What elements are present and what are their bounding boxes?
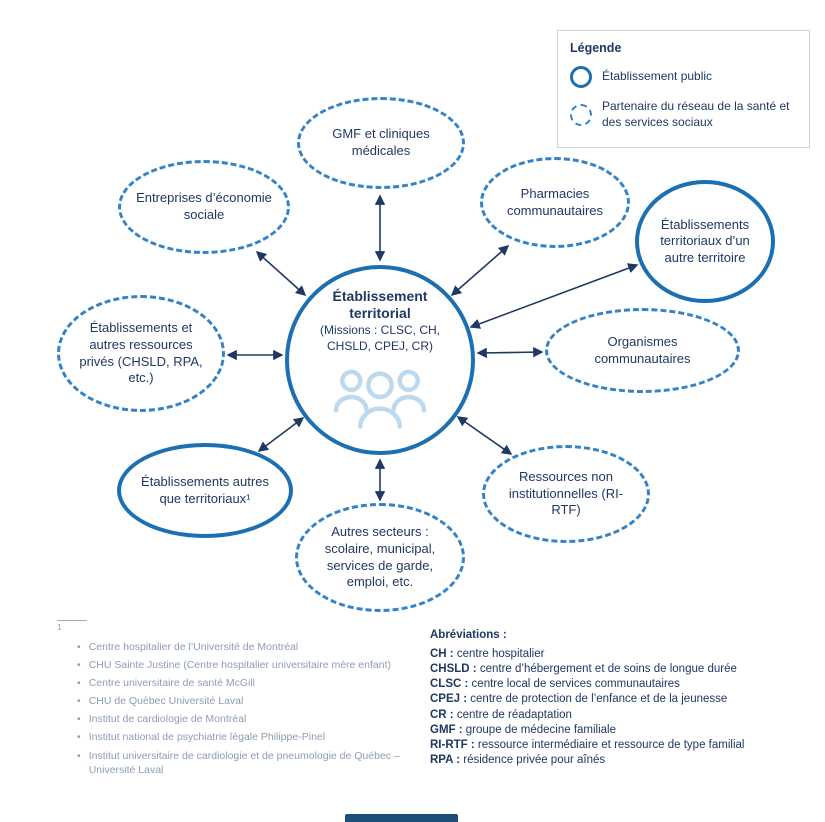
abbr-definition: centre hospitalier bbox=[456, 647, 545, 660]
node-label: Établissements et autres ressources priv… bbox=[79, 320, 203, 386]
arrow-center-pharmacies bbox=[450, 244, 510, 297]
abbr-definition: résidence privée pour aînés bbox=[463, 754, 606, 767]
footnote-text: CHU Sainte Justine (Centre hospitalier u… bbox=[88, 658, 391, 671]
abbr-definition: groupe de médecine familiale bbox=[465, 723, 617, 736]
footnote: 1 • Centre hospitalier de l’Université de… bbox=[57, 620, 429, 781]
node-ressources-privees: Établissements et autres ressources priv… bbox=[57, 295, 225, 412]
node-label: Organismes communautaires bbox=[594, 333, 691, 366]
dashed-circle-icon bbox=[570, 103, 592, 126]
abbr-row: RI-RTF : ressource intermédiaire et ress… bbox=[430, 738, 822, 753]
center-subtitle: (Missions : CLSC, CH, CHSLD, CPEJ, CR) bbox=[319, 323, 441, 354]
abbr-definition: centre d’hébergement et de soins de long… bbox=[479, 662, 737, 675]
bullet-icon: • bbox=[77, 731, 81, 744]
abbr-term: CPEJ : bbox=[430, 693, 468, 706]
bottom-bar bbox=[345, 814, 458, 822]
node-label: Autres secteurs : scolaire, municipal, s… bbox=[324, 524, 436, 590]
node-label: Établissements autres que territoriaux¹ bbox=[141, 473, 269, 506]
footnote-item: • Institut universitaire de cardiologie e… bbox=[77, 749, 429, 777]
footnote-marker: 1 bbox=[57, 623, 62, 632]
abbr-term: GMF : bbox=[430, 723, 463, 736]
node-organismes: Organismes communautaires bbox=[545, 308, 740, 393]
abbr-row: CR : centre de réadaptation bbox=[430, 708, 822, 723]
node-economie-sociale: Entreprises d’économie sociale bbox=[118, 160, 290, 254]
bullet-icon: • bbox=[77, 640, 81, 653]
bullet-icon: • bbox=[77, 658, 81, 671]
legend-item-public: Établissement public bbox=[570, 66, 797, 88]
abbr-row: CPEJ : centre de protection de l’enfance… bbox=[430, 692, 822, 707]
abbr-term: CHSLD : bbox=[430, 662, 477, 675]
abbreviations: Abréviations : CH : centre hospitalier C… bbox=[430, 628, 822, 769]
arrow-center-ri-rtf bbox=[456, 416, 513, 455]
bullet-icon: • bbox=[77, 749, 81, 762]
footnote-text: Institut national de psychiatrie légale … bbox=[88, 731, 326, 744]
arrow-center-economie bbox=[255, 250, 307, 297]
footnote-text: Centre hospitalier de l’Université de Mo… bbox=[88, 640, 299, 653]
footnote-item: • Institut de cardiologie de Montréal bbox=[77, 712, 429, 726]
abbr-definition: ressource intermédiaire et ressource de … bbox=[477, 739, 745, 752]
abbr-row: CHSLD : centre d’hébergement et de soins… bbox=[430, 662, 822, 677]
footnote-item: • Institut national de psychiatrie légale… bbox=[77, 730, 429, 744]
arrow-center-organismes bbox=[476, 346, 544, 359]
abbr-term: CR : bbox=[430, 708, 454, 721]
abbreviations-title: Abréviations : bbox=[430, 629, 507, 641]
abbr-row: CH : centre hospitalier bbox=[430, 647, 822, 662]
abbr-row: CLSC : centre local de services communau… bbox=[430, 677, 822, 692]
footnote-text: CHU de Québec Université Laval bbox=[88, 695, 244, 708]
footnote-item: • CHU de Québec Université Laval bbox=[77, 694, 429, 708]
footnote-text: Centre universitaire de santé McGill bbox=[88, 676, 256, 689]
abbr-row: GMF : groupe de médecine familiale bbox=[430, 723, 822, 738]
node-pharmacies: Pharmacies communautaires bbox=[480, 157, 630, 248]
footnote-item: • Centre universitaire de santé McGill bbox=[77, 676, 429, 690]
abbr-definition: centre local de services communautaires bbox=[471, 678, 680, 691]
abbr-term: CH : bbox=[430, 647, 454, 660]
node-label: Ressources non institutionnelles (RI-RTF… bbox=[508, 469, 624, 518]
abbr-row: RPA : résidence privée pour aînés bbox=[430, 753, 822, 768]
legend-item-partenaire: Partenaire du réseau de la santé et des … bbox=[570, 99, 797, 130]
footnote-item: • Centre hospitalier de l’Université de M… bbox=[77, 640, 429, 654]
bullet-icon: • bbox=[77, 676, 81, 689]
center-title: Établissement territorial bbox=[332, 288, 428, 322]
node-autres-secteurs: Autres secteurs : scolaire, municipal, s… bbox=[295, 503, 465, 612]
node-autre-territoire: Établissements territoriaux d’un autre t… bbox=[635, 180, 775, 303]
abbr-term: CLSC : bbox=[430, 678, 469, 691]
legend: Légende Établissement public Partenaire … bbox=[557, 30, 810, 149]
footnote-list: • Centre hospitalier de l’Université de M… bbox=[77, 640, 429, 777]
node-label: Entreprises d’économie sociale bbox=[136, 190, 272, 222]
node-label: Pharmacies communautaires bbox=[506, 185, 604, 218]
node-ri-rtf: Ressources non institutionnelles (RI-RTF… bbox=[482, 445, 650, 543]
center-node-etablissement-territorial: Établissement territorial (Missions : CL… bbox=[285, 265, 475, 455]
bullet-icon: • bbox=[77, 713, 81, 726]
footnote-text: Institut de cardiologie de Montréal bbox=[88, 713, 247, 726]
abbr-term: RPA : bbox=[430, 754, 461, 767]
footnote-text: Institut universitaire de cardiologie et… bbox=[88, 749, 400, 776]
legend-title: Légende bbox=[570, 41, 622, 55]
footnote-rule bbox=[57, 620, 87, 621]
bullet-icon: • bbox=[77, 695, 81, 708]
abbr-definition: centre de protection de l’enfance et de … bbox=[470, 693, 728, 706]
node-autres-que-territoriaux: Établissements autres que territoriaux¹ bbox=[117, 443, 293, 538]
footnote-item: • CHU Sainte Justine (Centre hospitalier … bbox=[77, 658, 429, 672]
solid-circle-icon bbox=[570, 66, 592, 88]
node-gmf-cliniques: GMF et cliniques médicales bbox=[297, 97, 465, 189]
people-group-icon bbox=[333, 369, 427, 429]
abbr-definition: centre de réadaptation bbox=[456, 708, 572, 721]
arrow-center-autres-que-territoriaux bbox=[257, 417, 305, 452]
legend-item-label: Établissement public bbox=[602, 69, 713, 84]
node-label: GMF et cliniques médicales bbox=[332, 126, 430, 158]
legend-item-label: Partenaire du réseau de la santé et des … bbox=[602, 99, 790, 129]
abbr-term: RI-RTF : bbox=[430, 739, 475, 752]
node-label: Établissements territoriaux d’un autre t… bbox=[660, 216, 750, 265]
